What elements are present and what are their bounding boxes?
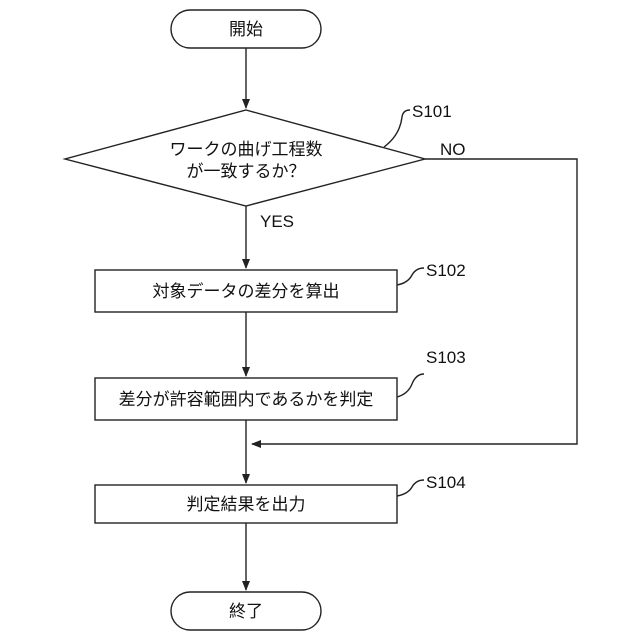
process-s104: 判定結果を出力 — [95, 485, 397, 523]
s102-step-label: S102 — [426, 261, 466, 280]
no-label: NO — [440, 140, 466, 159]
s103-label: 差分が許容範囲内であるかを判定 — [119, 390, 374, 409]
s104-label: 判定結果を出力 — [187, 495, 306, 514]
s101-step-leader — [384, 110, 410, 147]
s102-label: 対象データの差分を算出 — [153, 281, 340, 301]
s101-question-line1: ワークの曲げ工程数 — [170, 140, 323, 159]
process-s102: 対象データの差分を算出 — [95, 270, 397, 312]
s103-step-label: S103 — [426, 348, 466, 367]
yes-label: YES — [260, 212, 294, 231]
s104-step-label: S104 — [426, 473, 466, 492]
s102-step-leader — [397, 268, 424, 285]
s104-step-leader — [397, 480, 424, 496]
s103-step-leader — [397, 374, 424, 397]
process-s103: 差分が許容範囲内であるかを判定 — [95, 378, 397, 420]
s101-step-label: S101 — [412, 102, 452, 121]
start-terminal: 開始 — [171, 10, 321, 48]
start-label: 開始 — [229, 20, 263, 39]
end-label: 終了 — [229, 602, 263, 621]
decision-s101: ワークの曲げ工程数 が一致するか？ — [65, 110, 425, 206]
end-terminal: 終了 — [171, 592, 321, 630]
s101-question-line2: が一致するか？ — [187, 162, 306, 181]
